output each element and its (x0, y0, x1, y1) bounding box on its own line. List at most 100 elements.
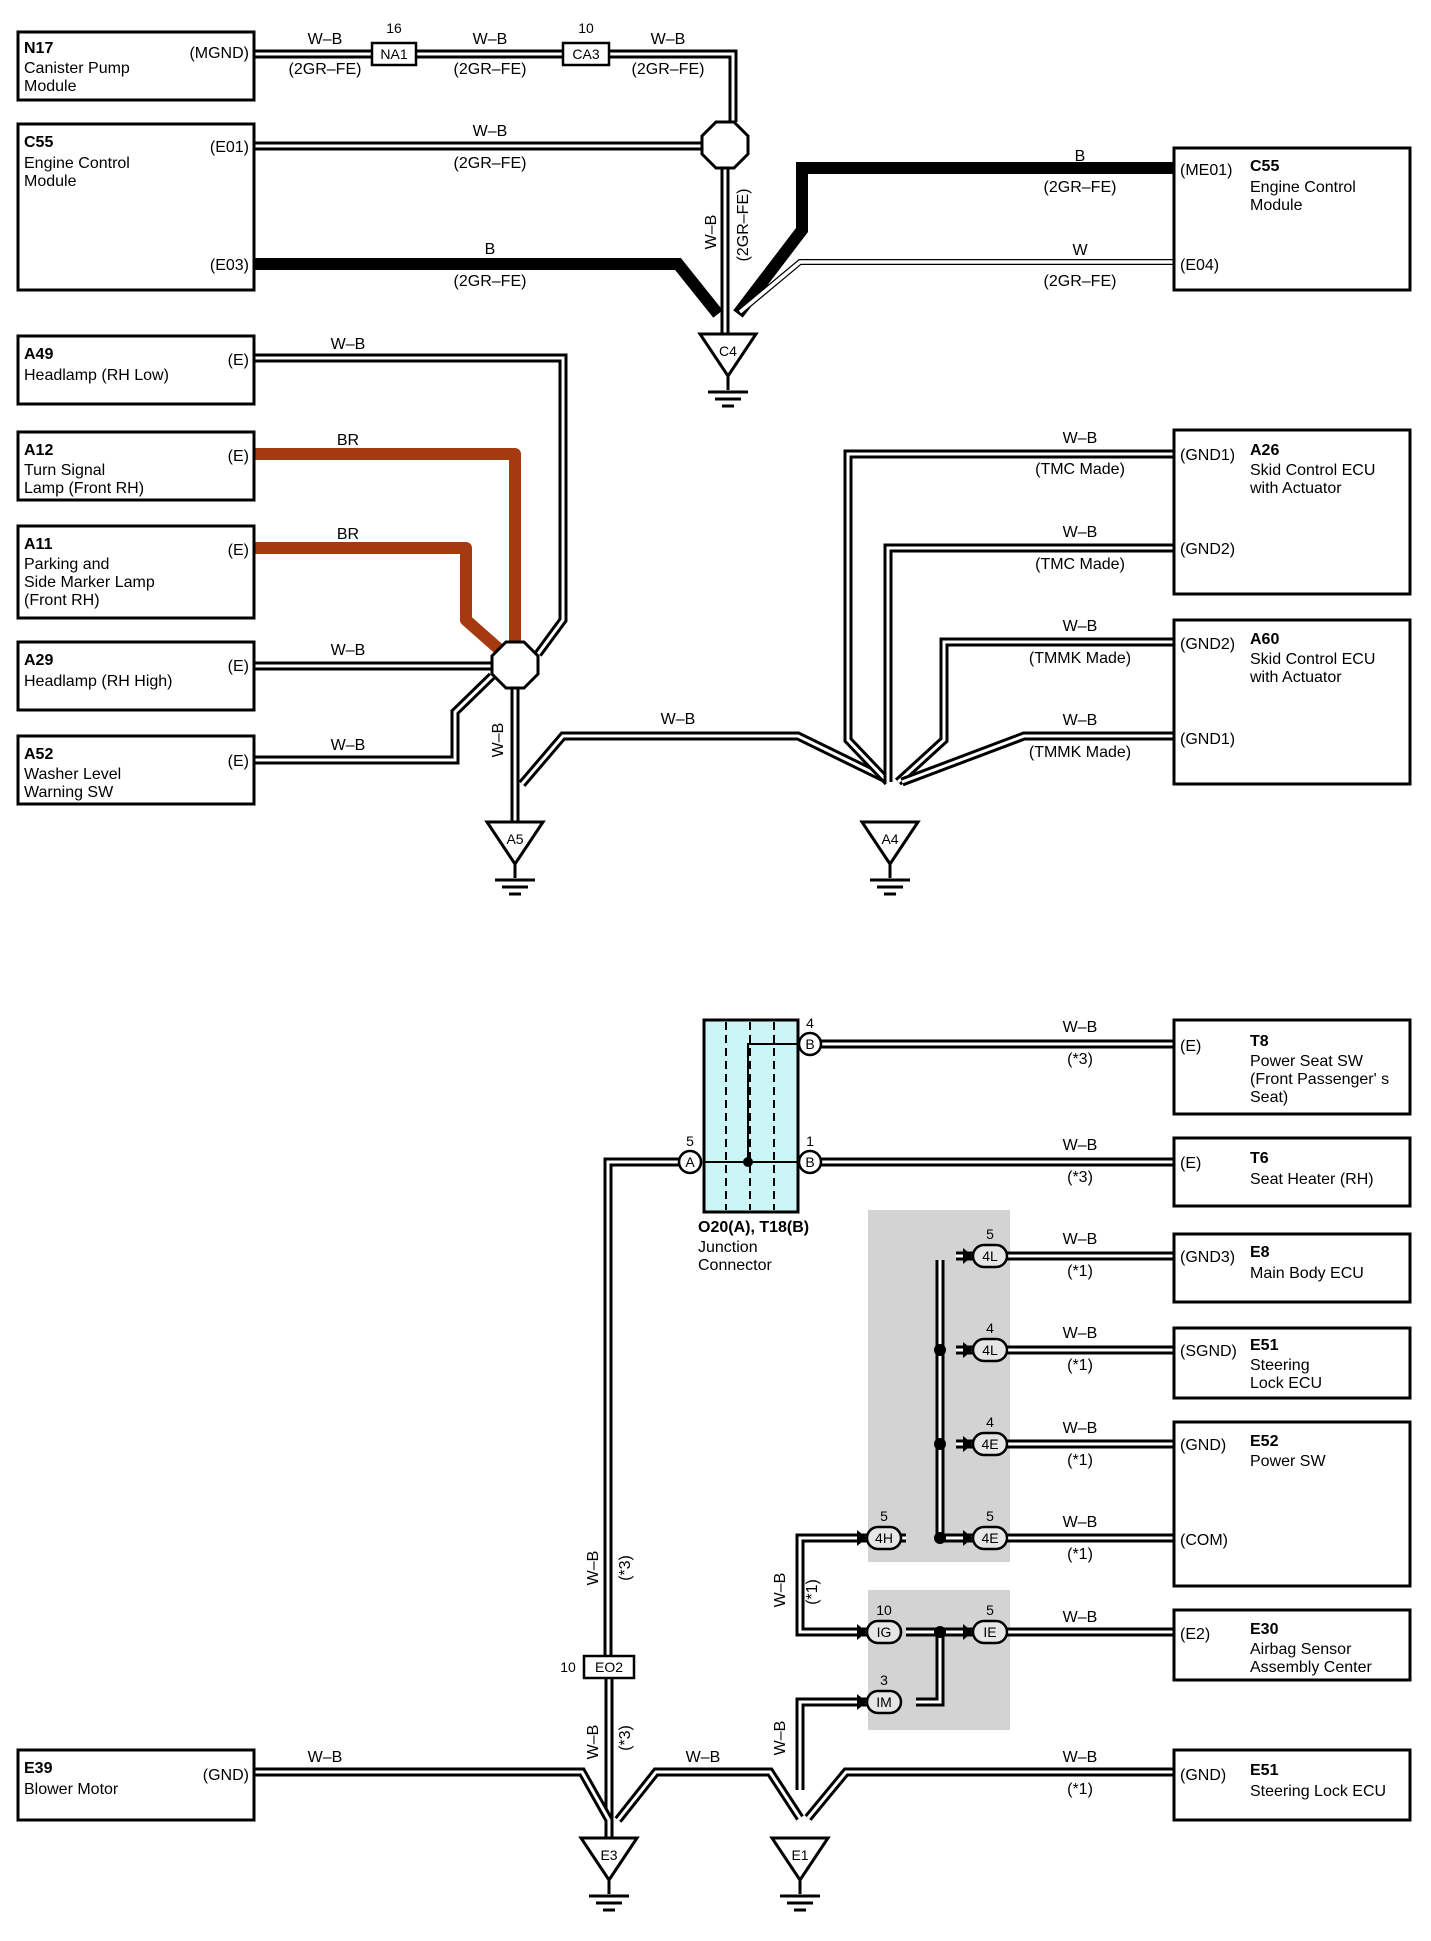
wire-wb (518, 731, 890, 787)
wire-note-label: (*1) (804, 1579, 821, 1605)
component-name: Skid Control ECU (1250, 651, 1375, 668)
wire-color-label: W–B (1063, 1231, 1098, 1248)
component-name: Steering (1250, 1357, 1310, 1374)
component-code: A11 (24, 536, 53, 553)
component-name: Washer Level (24, 766, 121, 783)
wire-wb-core (616, 1770, 802, 1821)
connector-code: IM (876, 1694, 892, 1710)
component-a26: (GND1) (GND2) A26 Skid Control ECU with … (1172, 428, 1412, 596)
junction-pin-number: 4 (806, 1015, 814, 1031)
wire-note-label: (*1) (1067, 1452, 1093, 1469)
wire-color-label: BR (337, 526, 359, 543)
pin-label: (GND) (203, 1767, 249, 1784)
component-a11: A11 Parking and Side Marker Lamp (Front … (16, 524, 256, 620)
wire-color-label: W–B (490, 723, 507, 758)
component-name: Airbag Sensor (1250, 1641, 1352, 1658)
wire-color-label: W–B (686, 1749, 721, 1766)
wire-note-label: (2GR–FE) (454, 61, 527, 78)
wire-color-label: W–B (308, 1749, 343, 1766)
pin-label: (GND) (1180, 1437, 1226, 1454)
wire-note-label: (2GR–FE) (735, 189, 752, 262)
wire-note-label: (*3) (617, 1555, 634, 1581)
junction-internal-wire (747, 1043, 798, 1162)
component-name: Power SW (1250, 1453, 1326, 1470)
ground-label: C4 (719, 343, 737, 359)
wire-note-label: (2GR–FE) (632, 61, 705, 78)
wire-wb-core (806, 1770, 1174, 1819)
wire-labels: W–B (2GR–FE) W–B (2GR–FE) W–B (2GR–FE) W… (289, 31, 1132, 1798)
wire-color-label: W–B (473, 31, 508, 48)
component-name: Headlamp (RH High) (24, 673, 173, 690)
wire-color-label: W–B (1063, 1325, 1098, 1342)
wire-wb-core (798, 1700, 876, 1790)
ground-e3: E3 (578, 1836, 640, 1912)
component-code: A60 (1250, 631, 1279, 648)
component-e30: (E2) E30 Airbag Sensor Assembly Center (1172, 1608, 1412, 1682)
pin-label: (GND2) (1180, 636, 1235, 653)
junction-name: Junction (698, 1239, 758, 1256)
wire-wb-core (846, 452, 1174, 784)
component-code: A12 (24, 442, 53, 459)
component-name: Module (1250, 197, 1303, 214)
wire-color-label: W–B (1063, 1749, 1098, 1766)
connector-code: CA3 (572, 46, 599, 62)
component-name: Canister Pump (24, 60, 130, 77)
pin-label: (MGND) (189, 45, 249, 62)
wire-color-label: W–B (1063, 1420, 1098, 1437)
pin-label: (GND1) (1180, 731, 1235, 748)
pin-label: (COM) (1180, 1532, 1228, 1549)
wire-color-label: B (1075, 148, 1086, 165)
component-name: Turn Signal (24, 462, 105, 479)
component-c55-right: (ME01) (E04) C55 Engine Control Module (1172, 146, 1412, 292)
component-code: A49 (24, 346, 53, 363)
component-name: Parking and (24, 556, 109, 573)
wire-br (254, 448, 521, 642)
wire-note-label: (*3) (617, 1725, 634, 1751)
wire-note-label: (*1) (1067, 1781, 1093, 1798)
wire-color-label: W–B (331, 737, 366, 754)
component-name: Power Seat SW (1250, 1053, 1364, 1070)
component-code: E51 (1250, 1337, 1279, 1354)
wire-wb-core (896, 640, 1174, 784)
connector-pin: 5 (880, 1508, 888, 1524)
junction-pin: A5 (677, 1133, 703, 1175)
ground-label: A4 (881, 831, 898, 847)
connector-pin: 5 (986, 1226, 994, 1242)
wire-wb (603, 1157, 692, 1656)
wire-wb-core (609, 52, 735, 122)
connector-code: 4E (981, 1436, 998, 1452)
component-name: Seat) (1250, 1089, 1288, 1106)
wire-note-label: (*3) (1067, 1051, 1093, 1068)
wire-note-label: (TMC Made) (1035, 461, 1125, 478)
component-code: A29 (24, 652, 53, 669)
wire-wb (804, 1767, 1174, 1821)
pin-label: (E) (228, 542, 249, 559)
wire-note-label: (*1) (1067, 1546, 1093, 1563)
pin-label: (E03) (210, 257, 249, 274)
wire-color-label: W–B (1063, 1609, 1098, 1626)
wire-note-label: (2GR–FE) (289, 61, 362, 78)
component-e51-steering-lock-ecu: (GND) E51 Steering Lock ECU (1172, 1748, 1412, 1822)
junction-pin-letter: B (805, 1036, 814, 1052)
connector-pin: 10 (578, 20, 594, 36)
wire-note-label: (TMMK Made) (1029, 650, 1131, 667)
component-code: T8 (1250, 1033, 1269, 1050)
junction-pin-letter: A (685, 1154, 695, 1170)
component-name: Lamp (Front RH) (24, 480, 144, 497)
wire-color-label: W–B (1063, 1137, 1098, 1154)
component-code: E52 (1250, 1433, 1279, 1450)
connector-pin: 5 (986, 1508, 994, 1524)
component-name: Main Body ECU (1250, 1265, 1364, 1282)
component-name: with Actuator (1249, 669, 1342, 686)
component-name: Headlamp (RH Low) (24, 367, 169, 384)
component-name: Module (24, 78, 77, 95)
wires (254, 49, 1174, 1838)
wire-color-label: W–B (1063, 1514, 1098, 1531)
splice-point (700, 120, 750, 170)
junction-title: O20(A), T18(B) (698, 1219, 809, 1236)
connector-code: 4L (982, 1342, 998, 1358)
ground-label: E3 (600, 1847, 617, 1863)
